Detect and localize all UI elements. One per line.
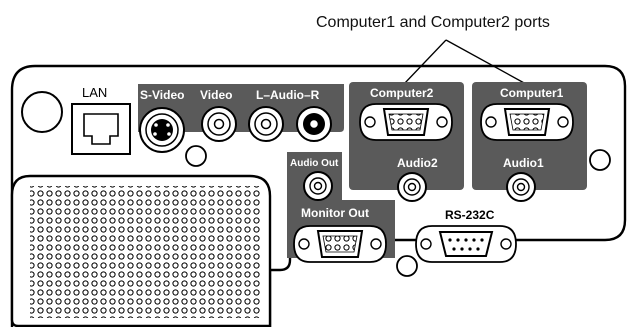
audio-right-port[interactable] xyxy=(296,106,332,142)
computer1-port[interactable] xyxy=(480,103,574,141)
audio-out-port[interactable] xyxy=(303,171,333,201)
callout-leader-computer2 xyxy=(403,39,447,85)
callout-label: Computer1 and Computer2 ports xyxy=(316,14,550,31)
rear-panel-outline xyxy=(10,64,627,327)
audio2-port[interactable] xyxy=(397,172,427,202)
lan-label: LAN xyxy=(82,85,107,100)
audio-out-label: Audio Out xyxy=(290,158,339,169)
mount-hole-right xyxy=(589,149,611,171)
mount-hole-av xyxy=(185,145,207,167)
rs232c-label: RS-232C xyxy=(445,208,495,222)
video-label: Video xyxy=(200,88,232,102)
lan-port[interactable] xyxy=(71,103,131,155)
s-video-label: S-Video xyxy=(140,88,184,102)
mount-hole-left xyxy=(21,91,63,133)
rs232c-port[interactable] xyxy=(415,225,517,263)
s-video-port[interactable] xyxy=(139,107,185,153)
computer2-label: Computer2 xyxy=(370,86,434,100)
audio1-label: Audio1 xyxy=(503,156,544,170)
audio2-label: Audio2 xyxy=(397,156,438,170)
computer1-label: Computer1 xyxy=(500,86,564,100)
monitor-out-port[interactable] xyxy=(293,225,387,263)
av-label-band xyxy=(138,84,344,132)
audio1-port[interactable] xyxy=(506,172,536,202)
monitor-out-label: Monitor Out xyxy=(301,206,369,220)
audio-lr-label: L–Audio–R xyxy=(256,88,320,102)
mount-hole-bottom xyxy=(396,255,418,277)
vent-grille xyxy=(30,186,260,318)
audio-left-port[interactable] xyxy=(248,106,284,142)
callout-leader-computer1 xyxy=(445,39,527,85)
video-port[interactable] xyxy=(201,106,237,142)
computer2-port[interactable] xyxy=(359,103,453,141)
